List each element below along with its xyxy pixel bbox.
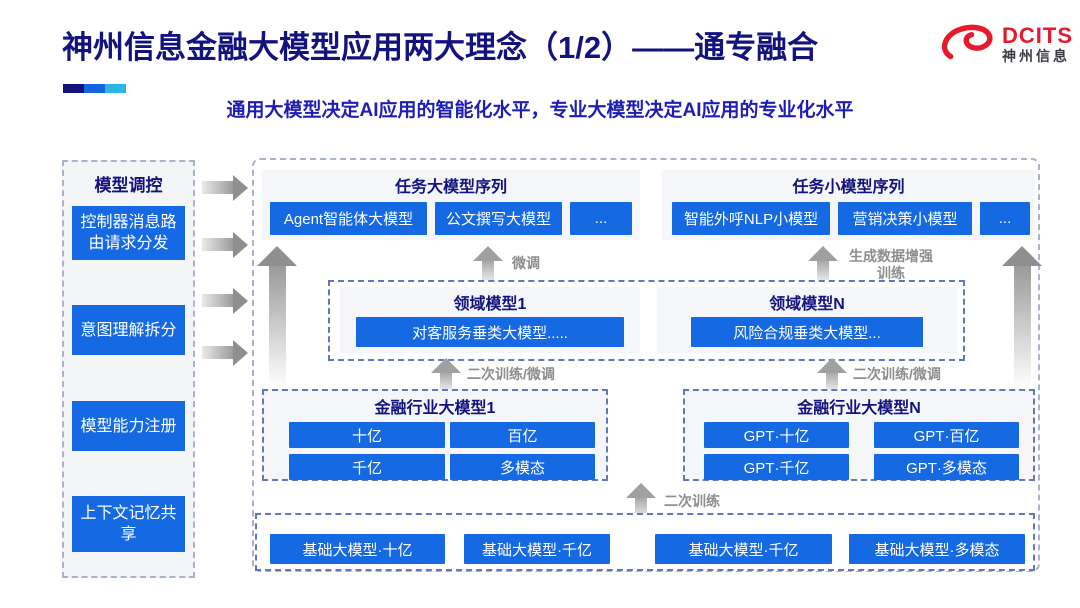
label-retrain-finetune-left: 二次训练/微调 (467, 366, 555, 382)
up-arrow-icon (808, 246, 838, 280)
up-arrow-icon (817, 358, 847, 389)
model-box-gpt-1b: GPT·十亿 (704, 422, 849, 448)
model-box-base-1b: 基础大模型·十亿 (270, 534, 445, 564)
logo-brand-cn: 神州信息 (1002, 48, 1070, 64)
model-box-gpt-10b: GPT·百亿 (874, 422, 1019, 448)
sidebar-item-context: 上下文记忆共享 (72, 496, 185, 552)
model-box-base-100b: 基础大模型·千亿 (464, 534, 610, 564)
industry-model-n-title: 金融行业大模型N (797, 400, 921, 417)
bar-segment-navy (63, 84, 84, 93)
dcits-logo: DCITS 神州信息 (938, 20, 1073, 69)
bar-segment-cyan (105, 84, 126, 93)
up-arrow-icon (431, 358, 461, 389)
up-arrow-icon (473, 246, 503, 280)
page-title: 神州信息金融大模型应用两大理念（1/2）——通专融合 (62, 30, 819, 65)
right-arrow-icon (202, 287, 248, 314)
model-box-multimodal: 多模态 (450, 454, 595, 480)
sidebar-item-intent: 意图理解拆分 (72, 305, 185, 355)
sidebar-item-router: 控制器消息路由请求分发 (72, 206, 185, 260)
up-arrow-icon (257, 246, 297, 388)
model-box-document-writing: 公文撰写大模型 (435, 202, 562, 235)
task-large-model-title: 任务大模型序列 (394, 179, 507, 196)
slide-subtitle: 通用大模型决定AI应用的智能化水平，专业大模型决定AI应用的专业化水平 (226, 100, 854, 121)
industry-model-1-group: 金融行业大模型1 十亿 百亿 千亿 多模态 (262, 389, 608, 481)
right-arrow-icon (202, 339, 248, 366)
logo-brand-text: DCITS (1002, 23, 1073, 48)
model-box-100b: 千亿 (289, 454, 445, 480)
base-models-container: 基础大模型·十亿 基础大模型·千亿 基础大模型·千亿 基础大模型·多模态 (255, 513, 1035, 571)
domain-model-1-title: 领域模型1 (453, 296, 527, 313)
model-box-ellipsis: ... (980, 202, 1030, 235)
up-arrow-icon (626, 483, 656, 516)
model-box-base-100b-2: 基础大模型·千亿 (655, 534, 832, 564)
task-small-model-title: 任务小模型序列 (792, 179, 905, 196)
model-box-agent: Agent智能体大模型 (270, 202, 427, 235)
model-box-gpt-multimodal: GPT·多模态 (874, 454, 1019, 480)
model-control-title: 模型调控 (94, 176, 163, 195)
model-box-ellipsis: ... (570, 202, 632, 235)
architecture-container (252, 158, 1040, 572)
right-arrow-icon (202, 231, 248, 258)
model-box-outbound-nlp: 智能外呼NLP小模型 (672, 202, 830, 235)
industry-model-1-title: 金融行业大模型1 (374, 400, 496, 417)
domain-model-1-group: 领域模型1 对客服务垂类大模型..... (340, 287, 640, 353)
task-small-model-group: 任务小模型序列 智能外呼NLP小模型 营销决策小模型 ... (662, 170, 1035, 240)
title-underline-bar (63, 84, 126, 93)
up-arrow-icon (1002, 246, 1042, 388)
label-retrain-finetune-right: 二次训练/微调 (853, 366, 941, 382)
dcits-swirl-icon (938, 20, 996, 69)
model-box-marketing-decision: 营销决策小模型 (838, 202, 972, 235)
model-box-base-multimodal: 基础大模型·多模态 (849, 534, 1025, 564)
sidebar-item-registry: 模型能力注册 (72, 401, 185, 451)
model-box-1b: 十亿 (289, 422, 445, 448)
model-box-customer-service: 对客服务垂类大模型..... (356, 317, 624, 347)
model-box-risk-compliance: 风险合规垂类大模型... (691, 317, 923, 347)
label-retrain: 二次训练 (664, 493, 720, 509)
domain-model-n-title: 领域模型N (769, 296, 845, 313)
model-box-gpt-100b: GPT·千亿 (704, 454, 849, 480)
industry-model-n-group: 金融行业大模型N GPT·十亿 GPT·百亿 GPT·千亿 GPT·多模态 (683, 389, 1035, 481)
label-gen-data-training: 生成数据增强训练 (849, 248, 933, 281)
model-box-10b: 百亿 (450, 422, 595, 448)
label-fine-tune: 微调 (512, 255, 540, 271)
right-arrow-icon (202, 174, 248, 201)
domain-model-n-group: 领域模型N 风险合规垂类大模型... (657, 287, 957, 353)
domain-models-container (328, 280, 965, 361)
model-control-panel: 模型调控 控制器消息路由请求分发 意图理解拆分 模型能力注册 上下文记忆共享 (62, 160, 195, 578)
task-large-model-group: 任务大模型序列 Agent智能体大模型 公文撰写大模型 ... (262, 170, 640, 240)
bar-segment-blue (84, 84, 105, 93)
